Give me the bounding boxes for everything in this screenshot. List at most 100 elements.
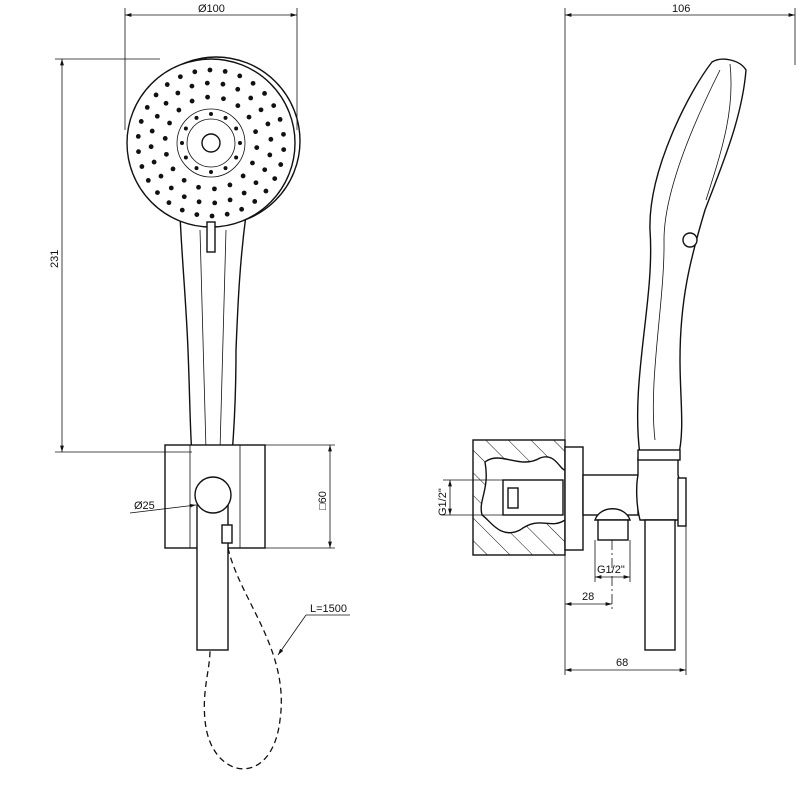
nozzle	[263, 188, 269, 194]
nozzle	[180, 141, 184, 145]
nozzle	[240, 173, 246, 179]
nozzle	[209, 213, 215, 219]
dim-outlet-offset: 28	[582, 591, 594, 603]
shower-head	[126, 58, 296, 228]
nozzle	[138, 119, 144, 124]
nozzle	[194, 212, 200, 218]
nozzle	[268, 136, 274, 142]
nozzle	[154, 113, 160, 119]
nozzle	[189, 98, 195, 104]
nozzle	[241, 190, 247, 196]
side-handshower	[636, 58, 747, 459]
nozzle	[234, 155, 239, 160]
dim-outlet-thread: G1/2"	[597, 564, 625, 576]
nozzle	[221, 96, 226, 102]
nozzle	[238, 141, 242, 145]
dim-overall-height: 231	[49, 250, 61, 268]
dim-joint-diameter: Ø25	[134, 500, 155, 512]
nozzle	[168, 185, 174, 191]
dim-hose-length: L=1500	[310, 603, 347, 615]
nozzle	[194, 166, 199, 171]
nozzle	[234, 126, 239, 131]
nozzle	[149, 128, 155, 134]
nozzle	[212, 186, 217, 192]
nozzle	[223, 115, 228, 120]
nozzle	[254, 145, 260, 150]
dim-head-diameter: Ø100	[198, 3, 225, 15]
nozzle	[145, 177, 151, 183]
nozzle	[181, 177, 187, 183]
nozzle	[158, 173, 164, 179]
nozzle	[192, 69, 198, 75]
nozzle	[167, 120, 172, 126]
side-view: 106 G1/2" G1/2" 28 68	[437, 3, 796, 675]
nozzle	[250, 160, 255, 166]
ball-joint	[194, 476, 232, 514]
nozzle	[175, 90, 181, 96]
nozzle	[222, 68, 228, 74]
nozzle	[136, 149, 141, 155]
nozzle	[163, 100, 169, 106]
nozzle	[166, 200, 172, 206]
nozzle	[277, 117, 283, 122]
nozzle	[235, 86, 241, 92]
nozzle	[253, 180, 259, 186]
nozzle	[194, 115, 199, 120]
nozzle	[204, 80, 210, 86]
nozzle	[205, 94, 210, 100]
nozzle	[162, 136, 168, 141]
nozzle	[176, 107, 182, 113]
nozzle	[155, 190, 160, 196]
dim-bracket-depth: 68	[616, 657, 628, 669]
hose	[203, 547, 282, 770]
nozzle	[252, 199, 258, 204]
nozzle	[177, 74, 183, 80]
nozzle	[153, 92, 159, 98]
nozzle	[196, 184, 201, 190]
nozzle	[258, 107, 264, 113]
nozzle	[224, 211, 230, 217]
nozzle	[227, 182, 233, 188]
nozzle	[139, 164, 145, 169]
nozzle	[164, 82, 170, 87]
nozzle	[239, 206, 245, 212]
nozzle	[207, 67, 213, 73]
nozzle	[164, 151, 169, 157]
nozzle	[278, 162, 284, 167]
side-hose-pipe	[644, 519, 676, 651]
nozzle	[183, 126, 188, 131]
nozzle	[209, 112, 213, 116]
nozzle	[281, 147, 287, 153]
nozzle	[135, 133, 141, 139]
nozzle	[248, 95, 254, 101]
dim-overall-depth: 106	[672, 3, 690, 15]
nozzle	[189, 83, 195, 89]
nozzle	[246, 114, 252, 120]
nozzle	[235, 103, 241, 109]
nozzle	[262, 167, 268, 173]
nozzle	[262, 90, 267, 96]
nozzle	[212, 200, 218, 206]
nozzle	[237, 73, 243, 79]
nozzle	[271, 103, 277, 109]
nozzle	[281, 131, 286, 137]
nozzle	[209, 170, 213, 174]
nozzle	[181, 194, 187, 200]
nozzle	[183, 155, 188, 160]
nozzle	[265, 121, 271, 127]
nozzle	[179, 207, 185, 213]
nozzle	[253, 129, 258, 135]
nozzle	[151, 159, 157, 165]
nozzle	[196, 199, 202, 205]
nozzle	[144, 104, 150, 110]
nozzle	[267, 152, 273, 158]
nozzle	[148, 144, 154, 150]
dim-inlet-thread: G1/2"	[437, 488, 449, 516]
nozzle	[227, 197, 233, 203]
nozzle	[220, 81, 226, 87]
nozzle	[170, 166, 176, 172]
spray-nozzles	[135, 67, 287, 219]
nozzle	[223, 166, 228, 171]
nozzle	[250, 80, 256, 86]
